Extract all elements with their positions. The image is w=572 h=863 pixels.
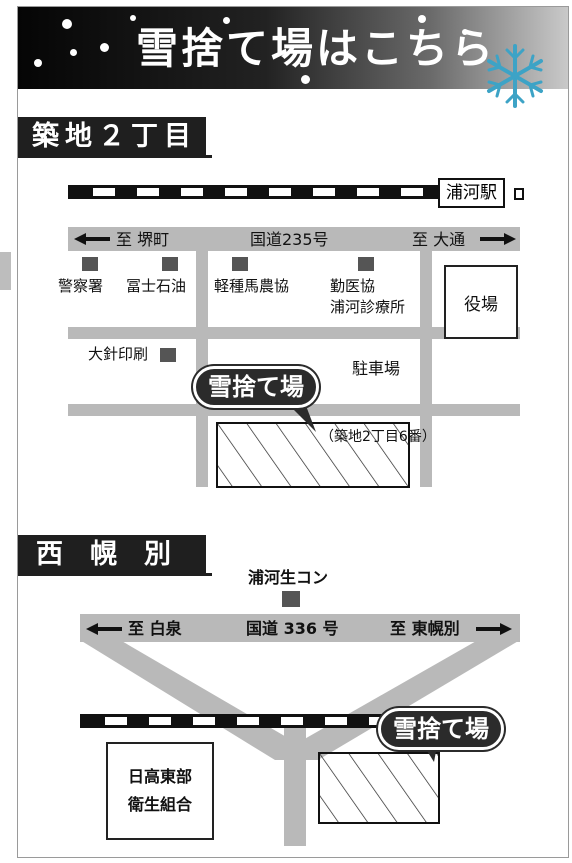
road-name: 国道235号 [250, 230, 329, 249]
building-marker [162, 257, 178, 271]
ohari-printing-label: 大針印刷 [88, 345, 149, 363]
cross-street-middle [68, 327, 520, 339]
section-underline [18, 573, 212, 576]
snow-dot [62, 19, 72, 29]
snow-dot [223, 17, 230, 24]
police-station-label: 警察署 [58, 277, 104, 295]
sanitation-union-box: 日高東部 衛生組合 [106, 742, 214, 840]
section-label-tsukiji: 築地２丁目 [18, 117, 206, 157]
road-direction-right: 至 東幌別 [390, 619, 460, 638]
building-marker [160, 348, 176, 362]
road-direction-right: 至 大通 [412, 230, 466, 249]
building-marker [358, 257, 374, 271]
snow-dump-callout-2: 雪捨て場 [378, 708, 504, 750]
snowflake-icon [487, 44, 543, 108]
side-tab [0, 252, 11, 290]
sanitation-union-line1: 日高東部 [127, 767, 192, 786]
arrow-right-icon [480, 233, 516, 245]
parking-label: 駐車場 [352, 359, 401, 378]
section-label-nishihorobetsu: 西 幌 別 [18, 535, 206, 575]
sanitation-union-line2: 衛生組合 [127, 795, 192, 814]
road-direction-left: 至 堺町 [116, 230, 170, 249]
horse-cooperative-label: 軽種馬農協 [214, 277, 290, 295]
snow-dump-callout-1: 雪捨て場 [193, 366, 319, 408]
road-direction-left: 至 白泉 [128, 619, 182, 638]
snow-dump-site-2 [318, 752, 440, 824]
railway-line [80, 714, 386, 728]
urakawa-concrete-label: 浦河生コン [248, 568, 329, 587]
clinic-label-line1: 勤医協 [330, 277, 376, 295]
town-hall-box: 役場 [444, 265, 518, 339]
arrow-right-icon [476, 623, 512, 635]
building-marker [82, 257, 98, 271]
snow-dot [418, 15, 426, 23]
station-label: 浦河駅 [438, 178, 505, 208]
section-underline [18, 155, 212, 158]
arrow-left-icon [74, 233, 110, 245]
snow-dot [130, 15, 136, 21]
clinic-label-line2: 浦河診療所 [330, 298, 406, 316]
snow-dot [100, 43, 109, 52]
snow-dot [34, 59, 42, 67]
rail-end [514, 188, 524, 200]
building-marker [282, 591, 300, 607]
title-banner: 雪捨て場はこちら [18, 7, 568, 89]
building-marker [232, 257, 248, 271]
snow-dot [70, 49, 77, 56]
snow-dump-site-1 [216, 422, 410, 488]
road-name: 国道 336 号 [246, 619, 339, 638]
snow-dot [301, 75, 310, 84]
arrow-left-icon [86, 623, 122, 635]
fuji-oil-label: 冨士石油 [126, 277, 187, 295]
page-title: 雪捨て場はこちら [136, 24, 497, 73]
snow-dot [462, 29, 468, 35]
side-street-east [420, 251, 432, 487]
route-235-road [68, 227, 520, 251]
address-label: （築地2丁目6番） [320, 429, 436, 445]
